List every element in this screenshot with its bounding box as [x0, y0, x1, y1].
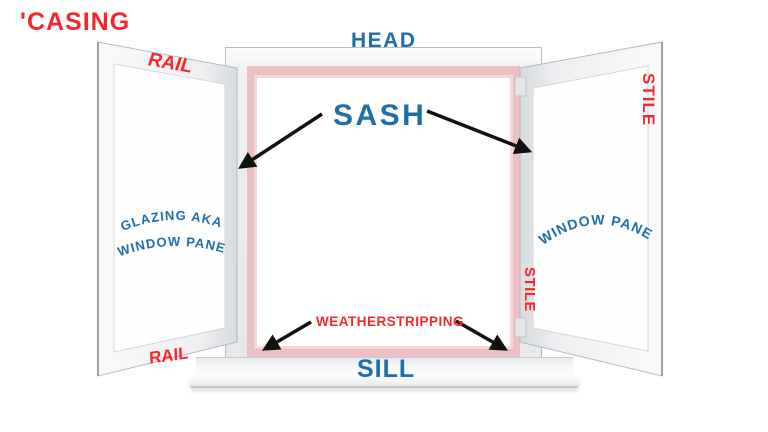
- window-sill-front: [190, 376, 579, 388]
- stile-outer-label: STILE: [639, 73, 658, 127]
- stile-inner-label: STILE: [521, 267, 538, 313]
- rail-bottom-label: RAIL: [148, 343, 189, 368]
- weatherstripping-label: WEATHERSTRIPPING: [316, 314, 465, 329]
- left-casement-panel: [97, 41, 238, 377]
- window-pane-label: WINDOW PANE: [536, 212, 656, 248]
- casing-label: 'CASING: [20, 8, 131, 36]
- rail-top-label: RAIL: [145, 49, 196, 78]
- head-label: HEAD: [351, 29, 417, 52]
- sill-label: SILL: [357, 355, 416, 383]
- window-sill-top: [196, 357, 573, 377]
- glazing-label-line2: WINDOW PANE: [116, 234, 228, 259]
- glazing-label-line1: GLAZING AKA: [118, 208, 224, 234]
- sash-label: SASH: [333, 99, 427, 132]
